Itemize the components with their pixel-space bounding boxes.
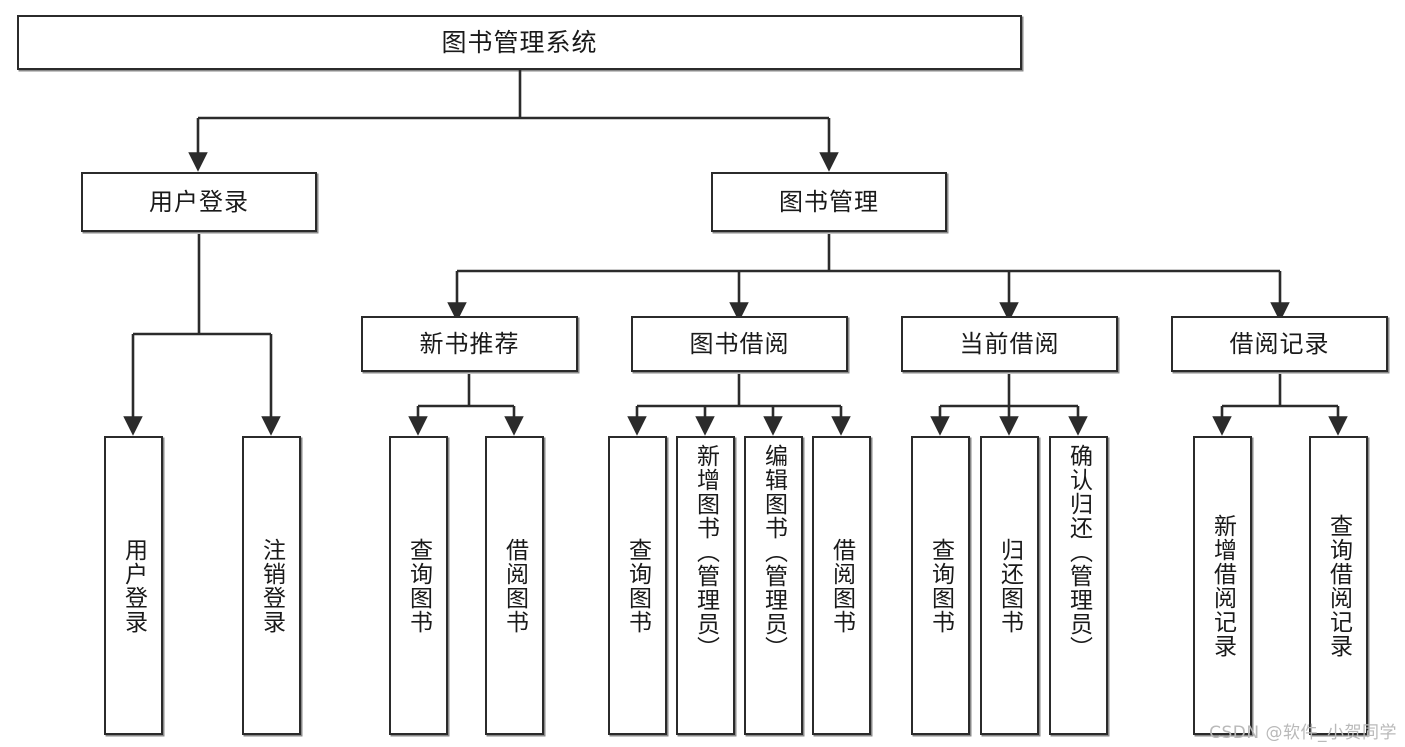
node-new-book-recommendation[interactable]: 新书推荐 (361, 316, 578, 372)
leaf-user-login-logout[interactable]: 注销登录 (242, 436, 301, 735)
node-current-borrowing[interactable]: 当前借阅 (901, 316, 1118, 372)
leaf-current-borrow-query-books[interactable]: 查询图书 (911, 436, 970, 735)
leaf-book-borrow-borrow-books[interactable]: 借阅图书 (812, 436, 871, 735)
node-root-book-management-system[interactable]: 图书管理系统 (17, 15, 1022, 70)
leaf-borrow-record-query-record[interactable]: 查询借阅记录 (1309, 436, 1368, 735)
leaf-book-borrow-query-books[interactable]: 查询图书 (608, 436, 667, 735)
csdn-watermark: CSDN @软件_小贺同学 (1209, 723, 1397, 743)
node-book-borrowing[interactable]: 图书借阅 (631, 316, 848, 372)
leaf-current-borrow-return-books[interactable]: 归还图书 (980, 436, 1039, 735)
leaf-book-borrow-edit-book-admin[interactable]: 编辑图书（管理员） (744, 436, 803, 735)
leaf-book-borrow-add-book-admin[interactable]: 新增图书（管理员） (676, 436, 735, 735)
node-borrowing-record[interactable]: 借阅记录 (1171, 316, 1388, 372)
leaf-new-book-borrow-books[interactable]: 借阅图书 (485, 436, 544, 735)
leaf-borrow-record-add-record[interactable]: 新增借阅记录 (1193, 436, 1252, 735)
leaf-user-login-login[interactable]: 用户登录 (104, 436, 163, 735)
node-book-management[interactable]: 图书管理 (711, 172, 947, 232)
leaf-new-book-query-books[interactable]: 查询图书 (389, 436, 448, 735)
leaf-current-borrow-confirm-return-admin[interactable]: 确认归还（管理员） (1049, 436, 1108, 735)
node-user-login[interactable]: 用户登录 (81, 172, 317, 232)
